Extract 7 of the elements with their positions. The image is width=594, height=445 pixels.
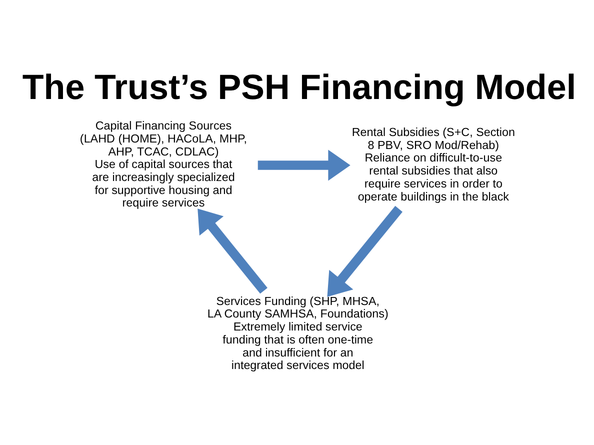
node-text: Services Funding (SHP, MHSA, LA County SAMHSA, Foundations) Extremely limited service funding that is often one-time and insufficient for an integrated services model — [207, 294, 388, 372]
diagram-title: The Trust’s PSH Financing Model — [22, 68, 576, 108]
arrow — [327, 206, 402, 297]
arrow — [258, 150, 350, 181]
arrow — [198, 208, 268, 294]
node-text: Rental Subsidies (S+C, Section 8 PBV, SRO Mod/Rehab) Reliance on difficult-to-use rental subsidies that also require services in order to operate buildings in the black — [352, 126, 516, 204]
node-text: Capital Financing Sources (LAHD (HOME), HACoLA, MHP, AHP, TCAC, CDLAC) Use of capital sources that are increasingly specialized for supportive housing and require services — [80, 120, 248, 210]
